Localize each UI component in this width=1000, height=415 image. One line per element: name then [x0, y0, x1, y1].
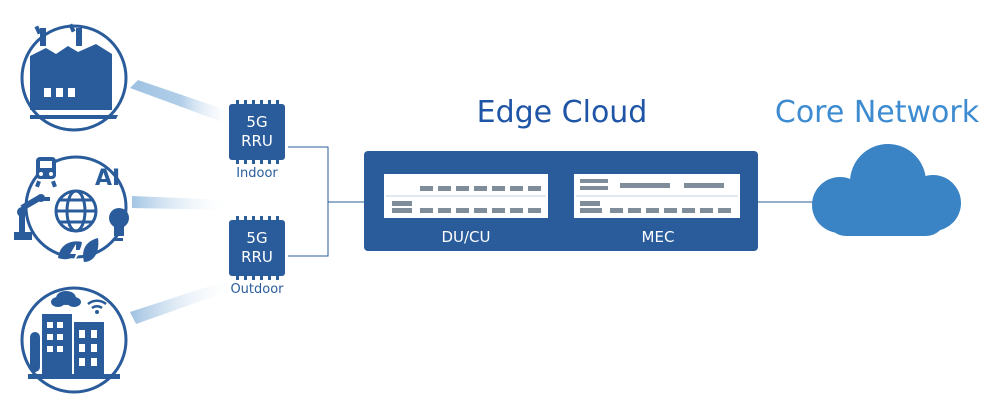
beam-bottom	[130, 280, 232, 324]
factory-scenario	[20, 23, 128, 132]
mec-label: MEC	[642, 228, 675, 246]
beam-middle	[132, 196, 228, 210]
ai-label: AI	[95, 166, 120, 191]
rru-outdoor-caption: Outdoor	[230, 282, 284, 297]
du-cu-server-icon	[384, 174, 548, 218]
rru-chip-icon	[229, 100, 285, 164]
rru-indoor-line1: 5G	[246, 113, 267, 131]
rru-outdoor: 5G RRU Outdoor	[229, 216, 285, 297]
mec-server-icon	[574, 174, 740, 218]
edge-cloud-box: DU/CU MEC	[364, 151, 758, 251]
cloud-icon	[812, 144, 961, 236]
globe-icon	[54, 189, 98, 233]
rru-indoor-line2: RRU	[241, 132, 273, 150]
green-energy-icon	[58, 238, 99, 264]
rru-connector	[288, 146, 364, 257]
lightbulb-icon	[109, 208, 129, 241]
rru-indoor: 5G RRU Indoor	[229, 100, 285, 181]
rru-indoor-caption: Indoor	[236, 166, 278, 181]
core-network-title: Core Network	[775, 95, 980, 130]
rru-chip-icon	[229, 216, 285, 280]
beam-top	[130, 80, 232, 124]
edge-cloud-title: Edge Cloud	[477, 95, 648, 130]
du-cu-label: DU/CU	[441, 228, 490, 246]
robot-arm-icon	[14, 194, 50, 240]
rru-outdoor-line1: 5G	[246, 229, 267, 247]
ai-ecosystem-scenario: AI	[14, 155, 129, 264]
train-icon	[35, 157, 57, 188]
smart-city-scenario	[20, 286, 128, 394]
rru-outdoor-line2: RRU	[241, 248, 273, 266]
